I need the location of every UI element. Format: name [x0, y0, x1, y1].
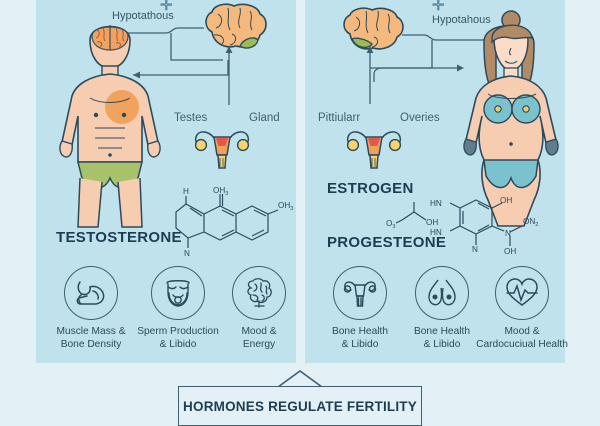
brain-illustration — [205, 3, 267, 49]
footer-banner-text: HORMONES REGULATE FERTILITY — [183, 398, 417, 414]
uterus-icon — [333, 266, 387, 320]
atom-label-hn-1: HN — [430, 199, 442, 208]
benefit-line2: Bone Density — [60, 338, 122, 350]
testes-label: Testes — [174, 112, 208, 124]
atom-label-oh-1: OH — [500, 196, 512, 205]
benefit-line2: & Libido — [341, 338, 379, 350]
benefit-sperm-production[interactable]: Sperm Production & Libido — [135, 266, 221, 352]
atom-label-n-2: N — [505, 229, 511, 238]
atom-label-n-1: N — [472, 245, 478, 254]
uterus-illustration — [194, 131, 250, 169]
ovaries-label: Overies — [400, 112, 440, 124]
footer-banner: HORMONES REGULATE FERTILITY — [178, 386, 422, 426]
brain-icon — [232, 266, 286, 320]
atom-label-oh: OH — [426, 218, 438, 227]
progesterone-title: PROGESTEONE — [327, 234, 447, 251]
benefit-line2: & Libido — [423, 338, 461, 350]
atom-label-h: H — [183, 187, 189, 196]
infographic-root: ✛ Hypotathous Testes Gland — [36, 0, 572, 426]
gland-label: Gland — [249, 112, 280, 124]
banner-notch — [277, 370, 323, 388]
breasts-icon — [415, 266, 469, 320]
progesterone-molecule: HN HN OH N N ON2 OH — [430, 196, 538, 256]
testosterone-molecule: H OH3 OH3 N — [175, 186, 293, 258]
benefit-mood-cardio[interactable]: Mood & Cardocuciual Health — [472, 266, 572, 352]
benefit-line2: & Libido — [159, 338, 197, 350]
benefit-line1: Bone Health — [331, 326, 389, 337]
male-hypothalamus-label: Hypotathous — [112, 10, 174, 22]
benefit-bone-health-libido-1[interactable]: Bone Health & Libido — [317, 266, 403, 352]
male-body-illustration — [59, 25, 161, 228]
female-hypothalamus-label: Hypotahous — [432, 14, 491, 26]
atom-label-on2: ON2 — [523, 217, 538, 228]
benefit-line2: Cardocuciual Health — [476, 338, 568, 350]
bearded-face-icon — [151, 266, 205, 320]
atom-label-oh3-2: OH3 — [278, 201, 293, 212]
atom-label-oh-2: OH — [504, 247, 516, 256]
heart-pulse-icon — [495, 266, 549, 320]
benefit-bone-health-libido-2[interactable]: Bone Health & Libido — [399, 266, 485, 352]
benefit-line1: Sperm Production — [137, 326, 219, 337]
male-flow-arrows — [113, 27, 233, 105]
atom-label-oh3: OH3 — [213, 186, 228, 197]
brain-illustration — [343, 7, 404, 50]
estrogen-title: ESTROGEN — [327, 180, 414, 197]
muscle-arm-icon — [64, 266, 118, 320]
benefit-line1: Mood & — [241, 326, 277, 337]
estrogen-molecule: O3 OH — [386, 202, 438, 230]
benefit-line2: Energy — [242, 338, 276, 350]
pituitary-label: Pittiularr — [318, 112, 361, 124]
female-body-illustration — [463, 10, 559, 227]
benefit-line1: Mood & — [504, 326, 540, 337]
benefit-line1: Bone Health — [413, 326, 471, 337]
uterus-illustration — [346, 131, 402, 169]
atom-label-o3: O3 — [386, 219, 396, 230]
plus-icon: ✛ — [160, 0, 173, 14]
benefit-muscle-mass[interactable]: Muscle Mass & Bone Density — [48, 266, 134, 352]
atom-label-hn-2: HN — [430, 228, 442, 237]
atom-label-n: N — [184, 249, 190, 258]
benefit-mood-energy[interactable]: Mood & Energy — [216, 266, 302, 352]
female-flow-arrows — [366, 34, 492, 104]
benefit-line1: Muscle Mass & — [56, 326, 126, 337]
testosterone-title: TESTOSTERONE — [56, 229, 182, 246]
plus-icon: ✛ — [432, 0, 445, 14]
